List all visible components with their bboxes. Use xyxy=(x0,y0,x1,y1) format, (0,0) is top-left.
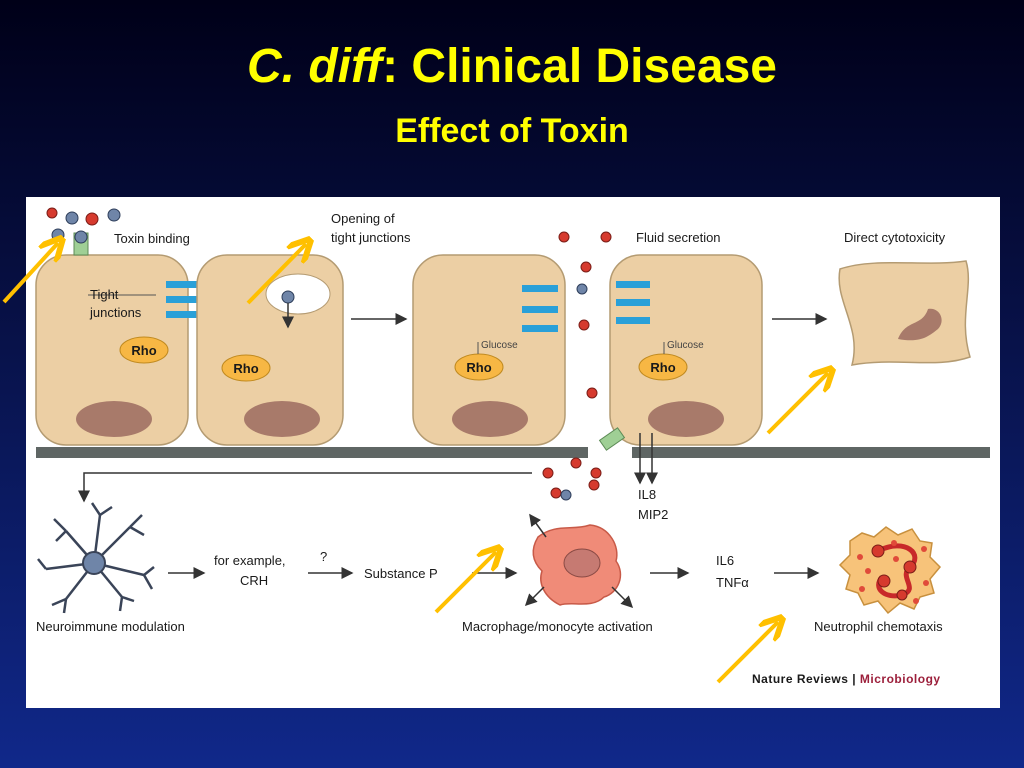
nucleus-3 xyxy=(452,401,528,437)
toxin-binding-label: Toxin binding xyxy=(114,231,190,246)
toxin-particles-top xyxy=(46,207,121,244)
figure-panel: Rho Tight junctions Rho Toxin binding Op… xyxy=(26,197,1000,708)
glucose-label-2: Glucose xyxy=(667,340,704,351)
rho-badge-1 xyxy=(119,336,169,364)
opening-label-2: tight junctions xyxy=(331,230,411,245)
neutrophil-label: Neutrophil chemotaxis xyxy=(814,619,943,634)
damaged-cell xyxy=(838,260,971,366)
for-example-label: for example, xyxy=(214,553,286,568)
nucleus-4 xyxy=(648,401,724,437)
tight-junctions-label-2: junctions xyxy=(89,305,142,320)
question-label: ? xyxy=(320,549,327,564)
tight-junctions-2 xyxy=(522,285,558,332)
rho-label-1: Rho xyxy=(131,343,156,358)
fluid-particles xyxy=(542,231,612,501)
rho-label-2: Rho xyxy=(233,361,258,376)
credit-journal: Nature Reviews xyxy=(752,672,848,686)
nucleus-1 xyxy=(76,401,152,437)
slide-subtitle: Effect of Toxin xyxy=(395,112,629,150)
tight-junctions-3 xyxy=(616,281,650,324)
title-organism: C. diff xyxy=(247,40,383,93)
tight-junctions-label-1: Tight xyxy=(90,287,119,302)
rho-badge-4 xyxy=(638,353,688,381)
macrophage-label: Macrophage/monocyte activation xyxy=(462,619,653,634)
direct-cytotoxicity-label: Direct cytotoxicity xyxy=(844,230,946,245)
il8-label: IL8 xyxy=(638,487,656,502)
rho-badge-2 xyxy=(221,354,271,382)
nucleus-2 xyxy=(244,401,320,437)
opening-label-1: Opening of xyxy=(331,211,395,226)
epithelial-cell-2: Rho xyxy=(196,254,344,446)
rho-label-4: Rho xyxy=(650,360,675,375)
glucose-label-1: Glucose xyxy=(481,340,518,351)
fluid-secretion-label: Fluid secretion xyxy=(636,230,721,245)
epithelial-cell-1: Rho Tight junctions xyxy=(35,232,189,446)
rho-label-3: Rho xyxy=(466,360,491,375)
il6-label: IL6 xyxy=(716,553,734,568)
credit-line: Nature Reviews | Microbiology xyxy=(752,672,941,686)
tight-junctions-1 xyxy=(166,281,216,318)
macrophage-cell xyxy=(532,524,622,606)
credit-section: Microbiology xyxy=(860,672,941,686)
tnf-label: TNFα xyxy=(716,575,749,590)
basement-membrane-left xyxy=(36,447,588,458)
neutrophil-cell xyxy=(838,526,942,615)
mip2-label: MIP2 xyxy=(638,507,668,522)
neuroimmune-label: Neuroimmune modulation xyxy=(36,619,185,634)
epithelial-cell-3: Rho Glucose xyxy=(412,254,566,446)
title-text: : Clinical Disease xyxy=(382,40,777,93)
credit-separator: | xyxy=(848,672,860,686)
rho-badge-3 xyxy=(454,353,504,381)
slide-title: C. diff: Clinical Disease xyxy=(0,38,1024,96)
crh-label: CRH xyxy=(240,573,268,588)
vacuole xyxy=(265,273,331,315)
basement-membrane-right xyxy=(632,447,990,458)
substance-p-label: Substance P xyxy=(364,566,438,581)
neuro-feedback-arrow xyxy=(78,472,532,503)
pathogenesis-diagram: Rho Tight junctions Rho Toxin binding Op… xyxy=(35,207,990,686)
neuron-soma xyxy=(82,551,106,575)
